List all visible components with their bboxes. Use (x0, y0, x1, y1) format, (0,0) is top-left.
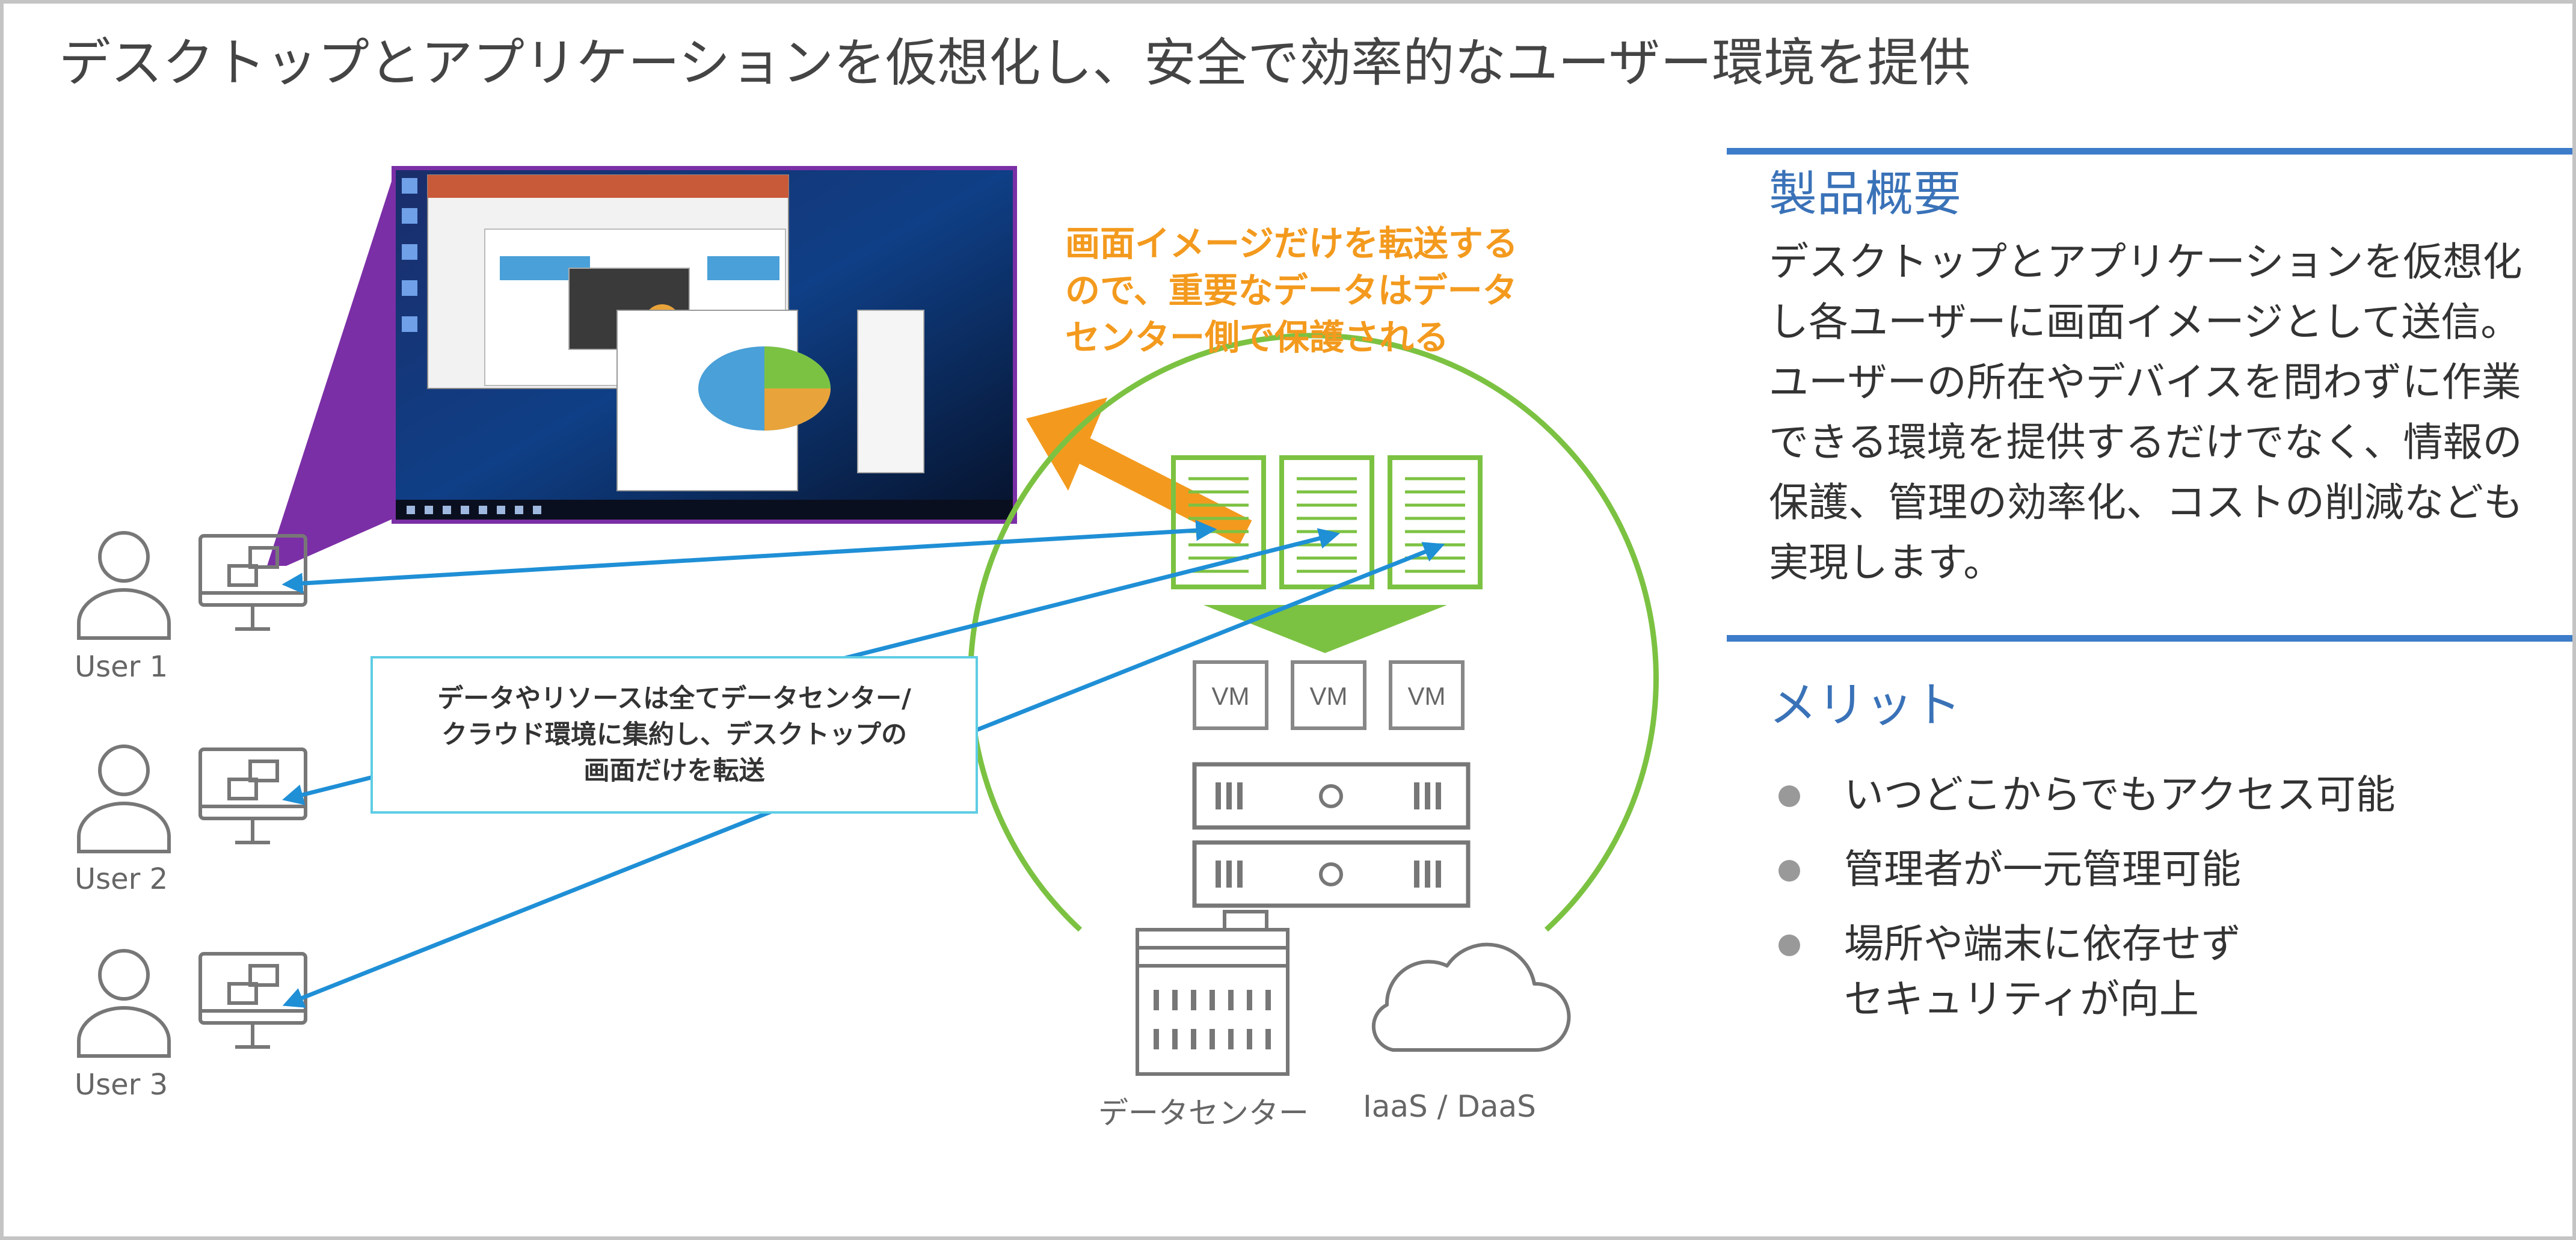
overview-heading: 製品概要 (1769, 166, 1961, 222)
arrow-user1 (281, 520, 1217, 594)
orange-arrow (1026, 397, 1252, 545)
callout-line: 画面だけを転送 (583, 756, 765, 786)
desktop-screenshot (392, 166, 1017, 524)
page-title: デスクトップとアプリケーションを仮想化し、安全で効率的なユーザー環境を提供 (59, 33, 1971, 93)
vm-label: VM (1212, 682, 1250, 710)
merit-text: 場所や端末に依存せず (1844, 921, 2241, 967)
vm-label: VM (1408, 682, 1446, 710)
callout-line: データやリソースは全てデータセンター/ (437, 684, 911, 714)
user-label: User 3 (75, 1068, 168, 1102)
monitor-icon (198, 747, 307, 844)
user-1-group (77, 531, 307, 640)
merits-heading: メリット (1769, 677, 1961, 733)
person-icon (77, 744, 171, 853)
callout-line: クラウド環境に集約し、デスクトップの (441, 720, 907, 750)
vm-label: VM (1310, 682, 1348, 710)
overview-body: デスクトップとアプリケーションを仮想化し各ユーザーに画面イメージとして送信。ユー… (1769, 239, 2523, 586)
callout-line: 画面イメージだけを転送する (1065, 223, 1518, 264)
cloud-label: IaaS / DaaS (1363, 1089, 1536, 1124)
merit-item: 場所や端末に依存せず セキュリティが向上 (1769, 916, 2551, 1027)
merits-rule (1727, 635, 2572, 642)
merit-text: 管理者が一元管理可能 (1844, 846, 2241, 892)
overview-rule (1727, 148, 2572, 155)
info-callout-box: データやリソースは全てデータセンター/ クラウド環境に集約し、デスクトップの 画… (370, 656, 978, 814)
person-icon (77, 949, 171, 1058)
server-rack-icon (1192, 762, 1471, 908)
person-icon (77, 531, 171, 640)
merit-item: いつどこからでもアクセス可能 (1769, 767, 2551, 823)
diagram-canvas: VM VM VM (77, 166, 1659, 1076)
callout-line: センター側で保護される (1065, 317, 1449, 358)
orange-callout: 画面イメージだけを転送する ので、重要なデータはデータ センター側で保護される (1065, 220, 1606, 361)
datacenter-label: データセンター (1098, 1096, 1309, 1131)
user-2-group (77, 744, 307, 853)
merit-item: 管理者が一元管理可能 (1769, 842, 2551, 897)
bullet-icon (1778, 785, 1800, 807)
merit-text: セキュリティが向上 (1844, 976, 2199, 1022)
monitor-icon (198, 952, 307, 1049)
user-3-group (77, 949, 307, 1058)
bullet-icon (1778, 860, 1800, 882)
merit-list: いつどこからでもアクセス可能 管理者が一元管理可能 場所や端末に依存せず セキュ… (1769, 767, 2551, 1046)
cloud-icon (1371, 942, 1571, 1052)
user-label: User 2 (75, 862, 168, 896)
callout-line: ので、重要なデータはデータ (1065, 270, 1517, 311)
bullet-icon (1778, 935, 1800, 956)
vm-boxes: VM VM VM (1193, 660, 1465, 730)
user-label: User 1 (75, 650, 168, 684)
merit-text: いつどこからでもアクセス可能 (1844, 772, 2396, 818)
green-down-arrow (1203, 605, 1447, 653)
